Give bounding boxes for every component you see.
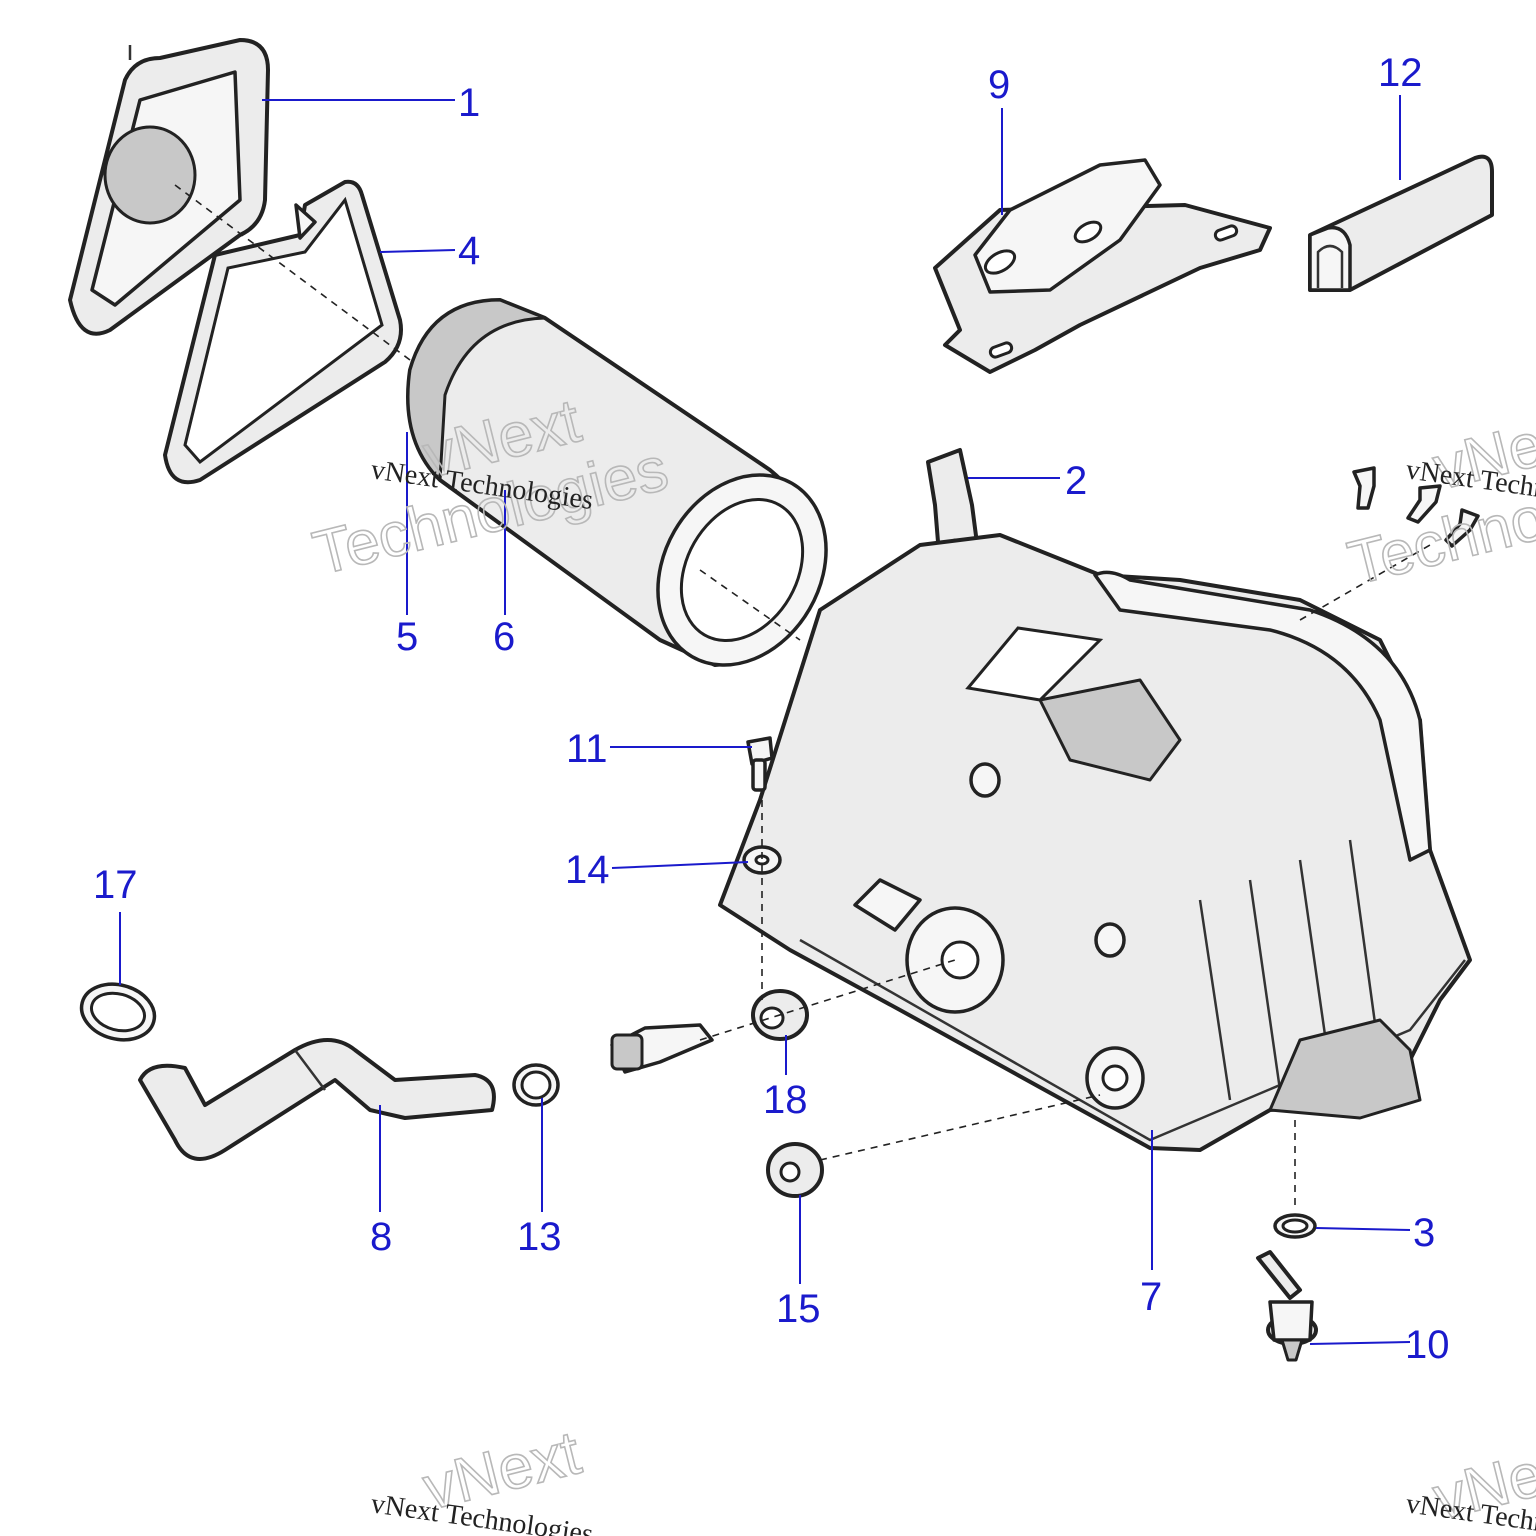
assembly-lines — [174, 184, 1431, 1210]
callout-3: 3 — [1413, 1211, 1435, 1255]
part-12-edge-trim — [1308, 154, 1494, 292]
part-1-inlet-frame — [68, 38, 270, 336]
part-10-drain-valve — [1256, 1250, 1318, 1362]
part-6-filter-element — [406, 298, 828, 667]
callout-13: 13 — [517, 1215, 562, 1259]
callout-12: 12 — [1378, 51, 1423, 95]
callout-17: 17 — [93, 863, 138, 907]
sensor — [610, 1023, 714, 1074]
leader-lines — [119, 95, 1411, 1345]
part-3-o-ring — [1273, 1213, 1317, 1239]
part-8-drain-hose — [138, 1038, 496, 1161]
callout-5: 5 — [396, 615, 418, 659]
part-4-seal — [163, 179, 403, 485]
callout-7: 7 — [1140, 1275, 1162, 1319]
part-9-mount-bracket — [933, 158, 1272, 374]
callout-10: 10 — [1405, 1323, 1450, 1367]
callout-11: 11 — [566, 727, 608, 771]
callout-18: 18 — [763, 1078, 808, 1122]
callout-1: 1 — [458, 81, 480, 125]
callout-4: 4 — [458, 229, 480, 273]
part-14-washer — [742, 845, 782, 875]
part-15-grommet — [766, 1142, 824, 1198]
callout-9: 9 — [988, 63, 1010, 107]
callout-14: 14 — [565, 848, 610, 892]
bolts-upper-right — [1352, 466, 1480, 548]
part-11-bolt — [746, 736, 774, 792]
part-13-hose-clamp — [512, 1063, 560, 1107]
part-7-airbox-housing — [718, 533, 1472, 1152]
watermark-bottom-right: vNext vNext Technologies — [1404, 1427, 1536, 1536]
part-17-hose-clamp — [79, 982, 157, 1042]
callout-6: 6 — [493, 615, 515, 659]
callout-8: 8 — [370, 1215, 392, 1259]
callout-15: 15 — [776, 1287, 821, 1331]
watermark-bottom-left: vNext vNext Technologies — [369, 1417, 595, 1536]
callout-2: 2 — [1065, 459, 1087, 503]
callout-labels: 1 2 3 4 5 6 7 8 9 10 11 12 13 14 15 17 1… — [93, 51, 1450, 1367]
